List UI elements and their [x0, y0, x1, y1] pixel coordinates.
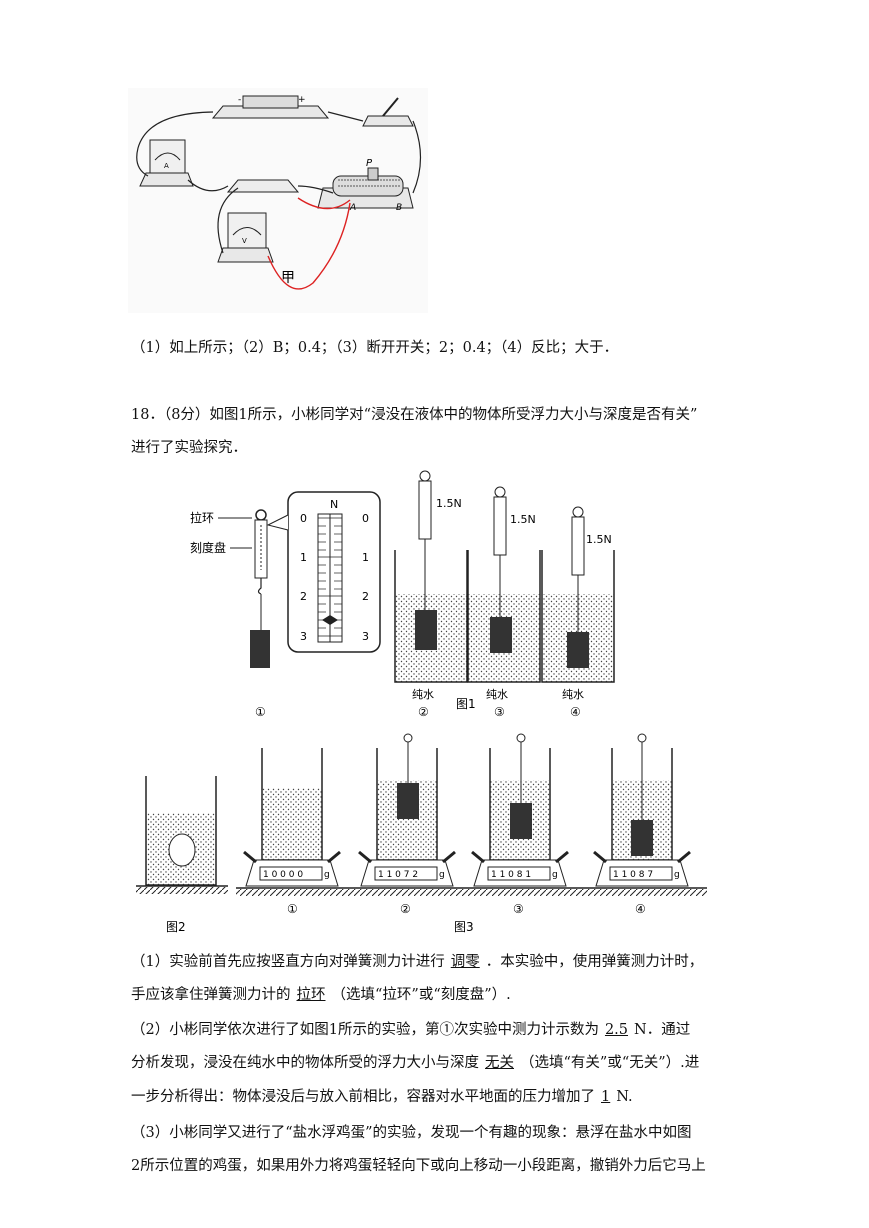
svg-text:④: ④ [635, 902, 646, 916]
svg-text:1 1 0 8 7: 1 1 0 8 7 [613, 870, 653, 880]
svg-text:1: 1 [300, 551, 307, 564]
part-3-line2: 2所示位置的鸡蛋，如果用外力将鸡蛋轻轻向下或向上移动一小段距离，撤销外力后它马上 [131, 1158, 706, 1174]
svg-text:1 1 0 8 1: 1 1 0 8 1 [491, 870, 531, 880]
svg-text:1 1 0 7 2: 1 1 0 7 2 [378, 870, 418, 880]
balance-beaker-2: 1 1 0 7 2 g [358, 733, 456, 887]
beaker-4: 1.5N [541, 506, 615, 683]
spring-scale-icon [250, 509, 270, 668]
svg-text:刻度盘: 刻度盘 [190, 540, 226, 555]
figure-2-3: 1 0 0 0 0 g 1 1 0 7 2 g 1 1 0 [136, 733, 707, 934]
svg-text:1.5N: 1.5N [436, 497, 462, 510]
svg-text:-: - [238, 95, 241, 105]
magnified-scale: N 0 1 2 3 0 1 2 3 [266, 491, 381, 653]
svg-text:图1: 图1 [456, 697, 476, 711]
svg-text:P: P [366, 158, 373, 169]
svg-text:0: 0 [362, 512, 369, 525]
circuit-figure-jia: - + A P A B [128, 88, 428, 313]
svg-text:1.5N: 1.5N [510, 513, 536, 526]
svg-text:A: A [349, 203, 356, 213]
balance-beaker-3: 1 1 0 8 1 g [471, 733, 569, 887]
svg-text:纯水: 纯水 [562, 688, 584, 701]
voltmeter-icon: V [217, 212, 274, 263]
svg-text:g: g [674, 870, 680, 880]
svg-text:B: B [396, 203, 402, 213]
svg-text:1: 1 [362, 551, 369, 564]
svg-text:②: ② [418, 705, 429, 719]
svg-text:②: ② [400, 902, 411, 916]
svg-text:2: 2 [362, 590, 369, 603]
egg-icon [168, 833, 196, 867]
answer-blank: 1 [601, 1089, 611, 1105]
svg-text:③: ③ [494, 705, 505, 719]
figure-1: 拉环 刻度盘 N 0 1 2 3 0 1 2 3 [190, 470, 615, 719]
ammeter-icon: A [139, 139, 194, 187]
svg-text:图3: 图3 [454, 920, 474, 934]
svg-text:①: ① [287, 902, 298, 916]
rheostat-icon: P A B [317, 158, 414, 213]
beaker-3: 1.5N [467, 486, 541, 683]
svg-text:g: g [324, 870, 330, 880]
egg-beaker [136, 776, 228, 894]
svg-text:3: 3 [362, 630, 369, 643]
answer-blank: 无关 [485, 1055, 514, 1071]
switch-icon [362, 97, 414, 127]
svg-text:1.5N: 1.5N [586, 533, 612, 546]
battery-icon: - + [211, 95, 330, 119]
part-2-line2: 分析发现，浸没在纯水中的物体所受的浮力大小与深度无关（选填“有关”或“无关”）.… [131, 1055, 700, 1071]
svg-text:1 0 0 0 0: 1 0 0 0 0 [263, 870, 303, 880]
beaker-2: 1.5N [394, 470, 468, 683]
svg-text:③: ③ [513, 902, 524, 916]
svg-text:纯水: 纯水 [486, 688, 508, 701]
balance-beaker-1: 1 0 0 0 0 g [243, 748, 341, 887]
svg-text:甲: 甲 [281, 270, 295, 286]
svg-text:g: g [552, 870, 558, 880]
svg-text:拉环: 拉环 [190, 510, 214, 525]
answer-blank: 调零 [450, 954, 480, 970]
question-18-line1: 18．（8分）如图1所示，小彬同学对“浸没在液体中的物体所受浮力大小与深度是否有… [131, 407, 698, 423]
svg-text:0: 0 [300, 512, 307, 525]
svg-text:A: A [164, 162, 169, 170]
svg-text:2: 2 [300, 590, 307, 603]
svg-text:①: ① [255, 705, 266, 719]
svg-text:④: ④ [570, 705, 581, 719]
part-1-line1: （1）实验前首先应按竖直方向对弹簧测力计进行调零．本实验中，使用弹簧测力计时， [131, 954, 704, 970]
question-18-line2: 进行了实验探究． [131, 440, 247, 456]
svg-text:纯水: 纯水 [412, 688, 434, 701]
answer-17: （1）如上所示；（2）B；0.4；（3）断开开关；2；0.4；（4）反比；大于． [131, 340, 619, 356]
svg-text:g: g [439, 870, 445, 880]
svg-text:N: N [330, 498, 338, 511]
answer-blank: 2.5 [604, 1022, 629, 1038]
svg-text:+: + [298, 95, 306, 105]
balance-beaker-4: 1 1 0 8 7 g [593, 733, 691, 887]
svg-text:3: 3 [300, 630, 307, 643]
answer-blank: 拉环 [296, 987, 326, 1003]
part-1-line2: 手应该拿住弹簧测力计的拉环（选填“拉环”或“刻度盘”）. [131, 987, 511, 1003]
part-3-line1: （3）小彬同学又进行了“盐水浮鸡蛋”的实验，发现一个有趣的现象：悬浮在盐水中如图 [131, 1125, 692, 1141]
svg-text:V: V [242, 237, 247, 245]
svg-text:图2: 图2 [166, 920, 186, 934]
